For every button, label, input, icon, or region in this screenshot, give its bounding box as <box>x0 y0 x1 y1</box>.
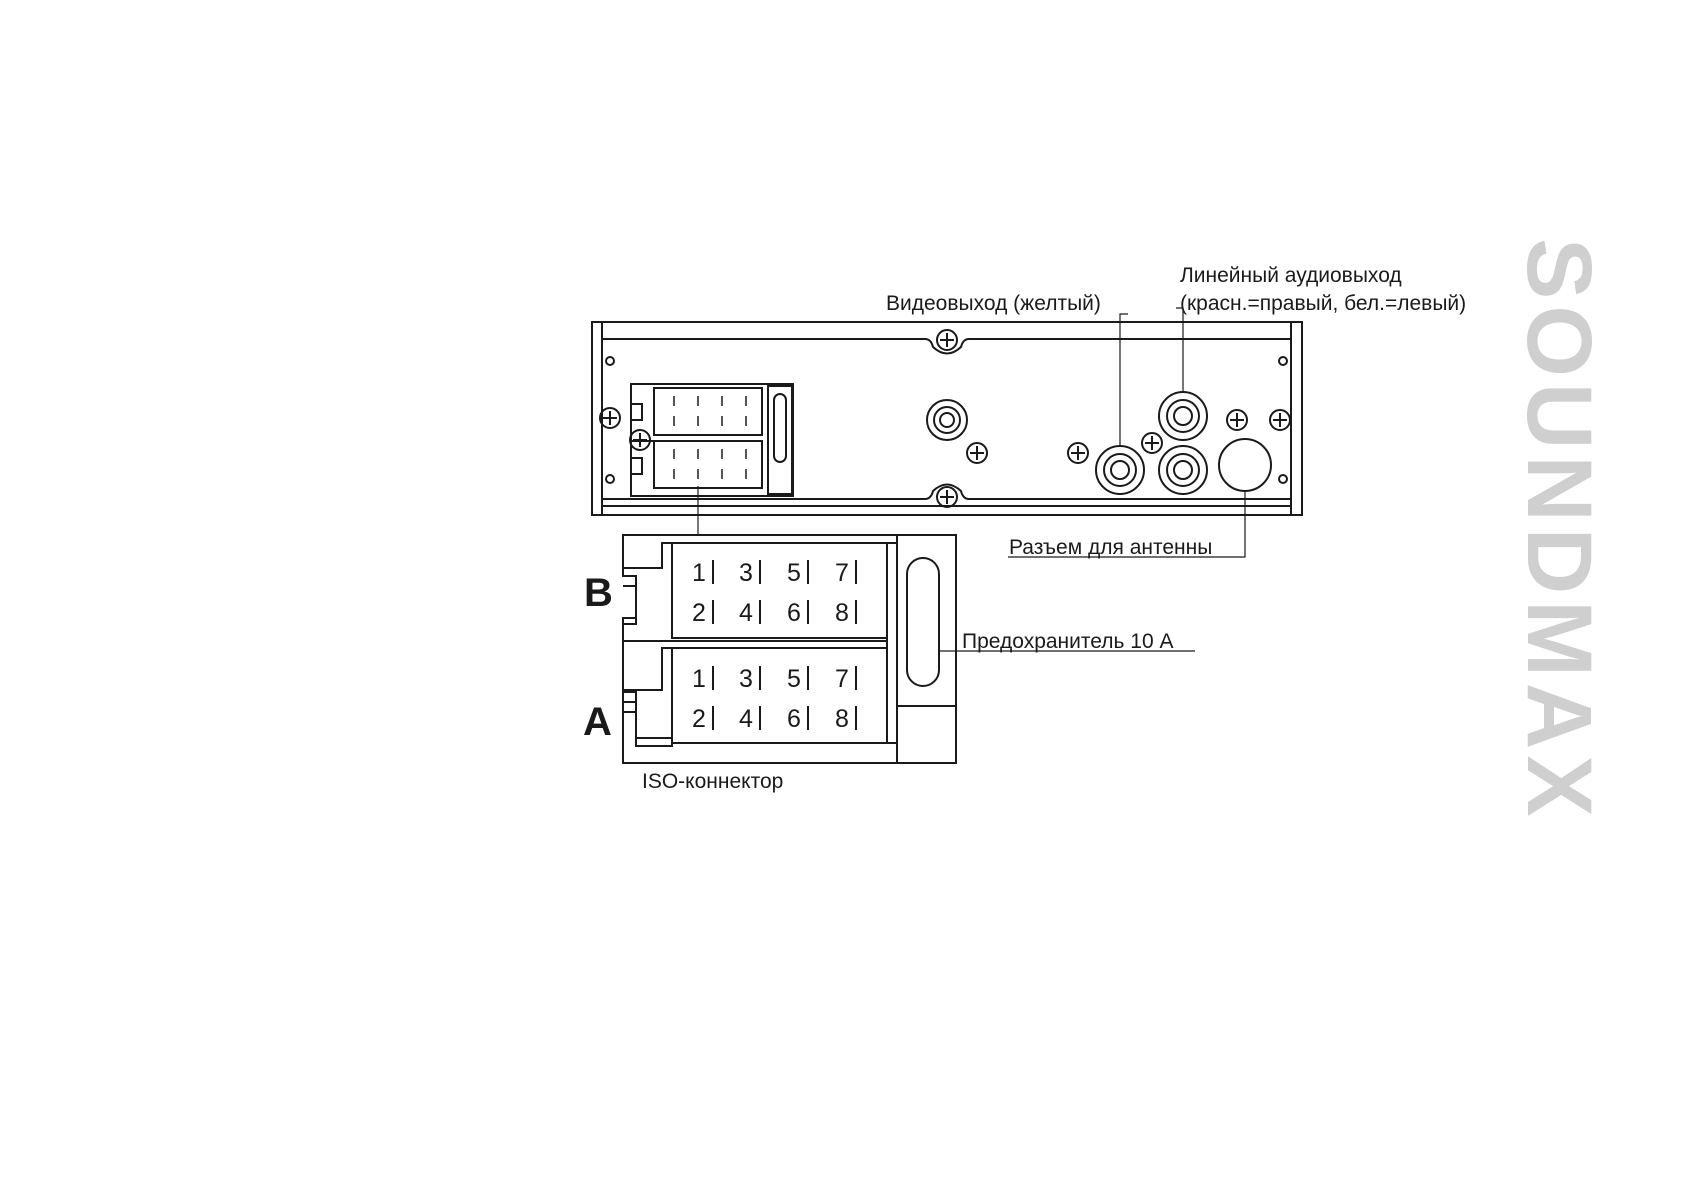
connector-b-letter: B <box>584 571 613 615</box>
video-out-label: Видеовыход (желтый) <box>886 292 1101 315</box>
mount-hole-icon <box>1278 474 1288 484</box>
leader-lines <box>697 307 1246 652</box>
connector-a-frame <box>671 647 888 744</box>
pin-number: 8 <box>835 705 849 733</box>
line-out-label-1: Линейный аудиовыход <box>1180 264 1402 287</box>
mount-hole-icon <box>1278 356 1288 366</box>
screw-icon <box>1226 409 1248 431</box>
fuse-label: Предохранитель 10 А <box>962 630 1173 653</box>
line-out-label-2: (красн.=правый, бел.=левый) <box>1180 292 1466 315</box>
head-unit-rear-panel <box>591 321 1303 516</box>
pin-number: 6 <box>787 705 801 733</box>
iso-connector <box>622 534 957 764</box>
connector-a-letter: A <box>583 700 612 744</box>
mount-hole-icon <box>605 474 615 484</box>
video-jack-icon <box>926 399 968 441</box>
screw-icon <box>1141 432 1163 454</box>
brand-watermark: SOUNDMAX <box>1508 238 1610 823</box>
pin-number: 8 <box>835 599 849 627</box>
pin-number: 2 <box>692 599 706 627</box>
screw-icon <box>1269 409 1291 431</box>
iso-connector-label: ISO-коннектор <box>642 770 783 793</box>
antenna-label: Разъем для антенны <box>1009 536 1212 559</box>
rca-audio-right-icon <box>1158 445 1208 495</box>
rca-video-out-icon <box>1095 445 1145 495</box>
rca-audio-left-icon <box>1158 391 1208 441</box>
screw-icon <box>599 407 621 429</box>
pin-number: 4 <box>739 705 753 733</box>
pin-number: 2 <box>692 705 706 733</box>
pin-number: 6 <box>787 599 801 627</box>
pin-number: 7 <box>835 665 849 693</box>
pin-number: 7 <box>835 559 849 587</box>
pin-number: 1 <box>692 665 706 693</box>
iso-socket-small <box>630 383 794 497</box>
pin-number: 5 <box>787 559 801 587</box>
pin-number: 3 <box>739 559 753 587</box>
connector-b-frame <box>671 542 888 639</box>
mount-hole-icon <box>605 356 615 366</box>
screw-icon <box>936 329 958 351</box>
screw-icon <box>936 486 958 508</box>
pin-number: 4 <box>739 599 753 627</box>
pin-number: 5 <box>787 665 801 693</box>
pin-number: 3 <box>739 665 753 693</box>
pin-number: 1 <box>692 559 706 587</box>
screw-icon <box>966 442 988 464</box>
fuse-icon <box>906 557 940 687</box>
antenna-socket-icon <box>1218 438 1272 492</box>
screw-icon <box>1067 442 1089 464</box>
pin-separators <box>712 560 857 730</box>
